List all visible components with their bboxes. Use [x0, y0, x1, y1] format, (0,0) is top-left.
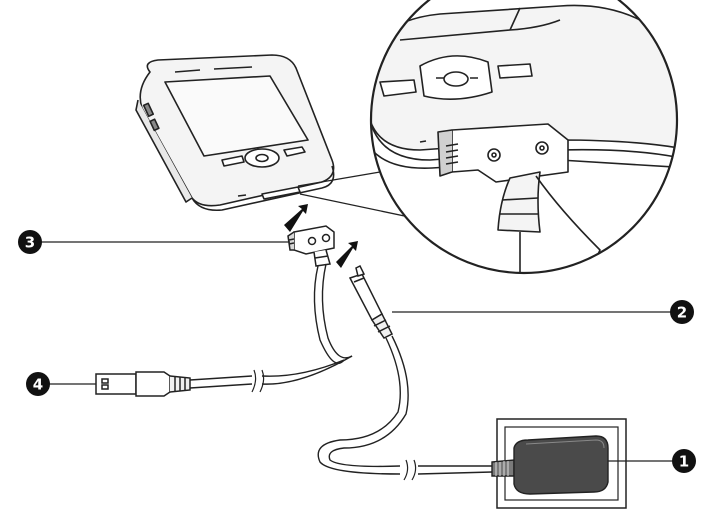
usb-plug: [95, 371, 191, 397]
svg-text:3: 3: [25, 234, 35, 252]
callout-leaders: [38, 241, 676, 462]
callout-badge-2: 2: [670, 300, 694, 324]
callout-badge-4: 4: [26, 372, 50, 396]
svg-text:4: 4: [33, 376, 43, 394]
dc-plug: [348, 264, 394, 339]
svg-text:1: 1: [679, 453, 689, 471]
insert-arrow-dc: [336, 241, 358, 268]
magnified-view: [369, 0, 679, 275]
insert-arrow-up: [284, 204, 308, 232]
pda-device: [135, 54, 335, 212]
svg-text:2: 2: [677, 304, 687, 322]
ac-adapter: [491, 435, 609, 495]
callout-badge-1: 1: [672, 449, 696, 473]
cables: [189, 263, 493, 481]
callout-badge-3: 3: [18, 230, 42, 254]
sync-connector: [287, 225, 335, 267]
